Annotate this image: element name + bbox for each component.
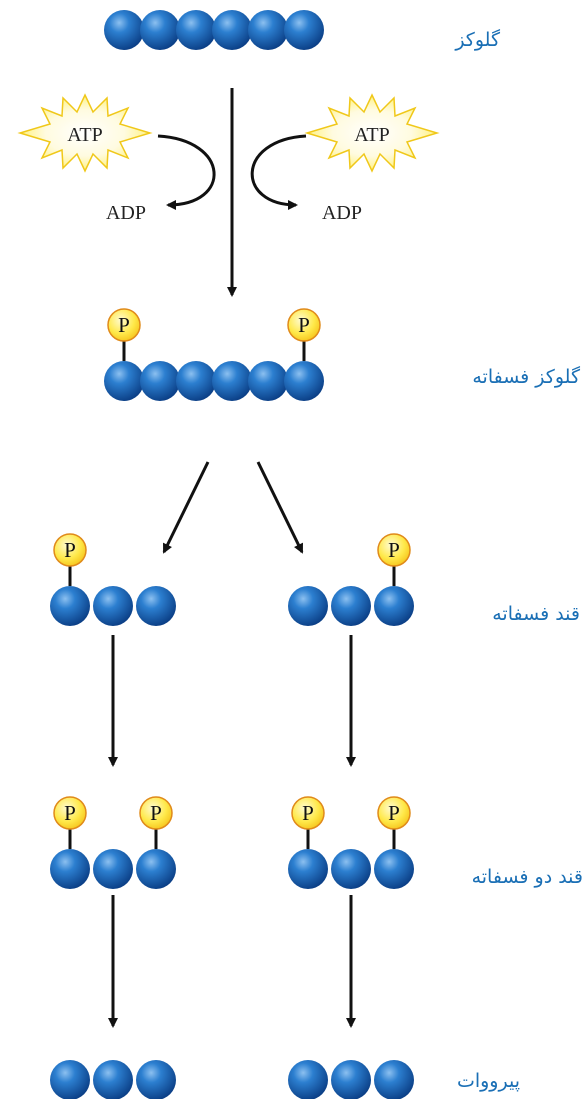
phosphate-group: [107, 308, 141, 342]
phosphate-label: P: [302, 801, 314, 825]
carbon-bead: [374, 1060, 414, 1099]
carbon-bead: [136, 849, 176, 889]
carbon-bead: [176, 361, 216, 401]
carbon-bead: [136, 1060, 176, 1099]
phosphate-group: [53, 533, 87, 567]
carbon-bead: [212, 361, 252, 401]
atp-burst-right: ATP: [304, 93, 440, 173]
phosphate-label: P: [64, 538, 76, 562]
carbon-bead: [374, 849, 414, 889]
carbon-bead: [331, 586, 371, 626]
label-glucose: گلوکز: [455, 29, 500, 51]
carbon-bead: [93, 1060, 133, 1099]
carbon-bead: [288, 849, 328, 889]
phosphate-group: [377, 533, 411, 567]
carbon-bead: [374, 586, 414, 626]
atp-label-left: ATP: [67, 124, 103, 146]
phosphate-label: P: [118, 313, 130, 337]
phosphate-label: P: [150, 801, 162, 825]
carbon-bead: [288, 586, 328, 626]
phosphate-group: [139, 796, 173, 830]
atp-star-icon: [17, 93, 153, 173]
carbon-bead: [331, 1060, 371, 1099]
phosphate-label: P: [388, 538, 400, 562]
split-arrow-right: [256, 461, 304, 554]
carbon-bead: [212, 10, 252, 50]
carbon-bead: [248, 10, 288, 50]
carbon-bead: [331, 849, 371, 889]
carbon-bead: [93, 586, 133, 626]
phosphate-group: [291, 796, 325, 830]
carbon-bead: [50, 849, 90, 889]
molecules: P P P P P P P P: [50, 10, 414, 1099]
split-arrow-left: [162, 461, 210, 554]
carbon-bead: [140, 361, 180, 401]
atp-star-icon: [304, 93, 440, 173]
atp-to-adp-arrow-right: [250, 134, 307, 210]
carbon-bead: [50, 586, 90, 626]
carbon-bead: [50, 1060, 90, 1099]
label-sugar-diphosphate: قند دو فسفاته: [471, 866, 583, 888]
carbon-bead: [288, 1060, 328, 1099]
label-glucose-phosphate: گلوکز فسفاته: [472, 366, 580, 388]
atp-label-right: ATP: [354, 124, 390, 146]
atp-burst-left: ATP: [17, 93, 153, 173]
phosphate-group: [377, 796, 411, 830]
label-sugar-phosphate: قند فسفاته: [492, 603, 580, 625]
carbon-bead: [284, 361, 324, 401]
phosphate-group: [287, 308, 321, 342]
phosphate-group: [53, 796, 87, 830]
carbon-bead: [136, 586, 176, 626]
carbon-bead: [93, 849, 133, 889]
phosphate-label: P: [298, 313, 310, 337]
phosphate-label: P: [388, 801, 400, 825]
label-pyruvate: پیرووات: [456, 1070, 520, 1092]
carbon-bead: [248, 361, 288, 401]
phosphate-label: P: [64, 801, 76, 825]
atp-to-adp-arrow-left: [157, 134, 216, 210]
carbon-bead: [104, 361, 144, 401]
adp-label-left: ADP: [106, 202, 146, 224]
carbon-bead: [104, 10, 144, 50]
carbon-bead: [140, 10, 180, 50]
carbon-bead: [284, 10, 324, 50]
carbon-bead: [176, 10, 216, 50]
adp-label-right: ADP: [322, 202, 362, 224]
